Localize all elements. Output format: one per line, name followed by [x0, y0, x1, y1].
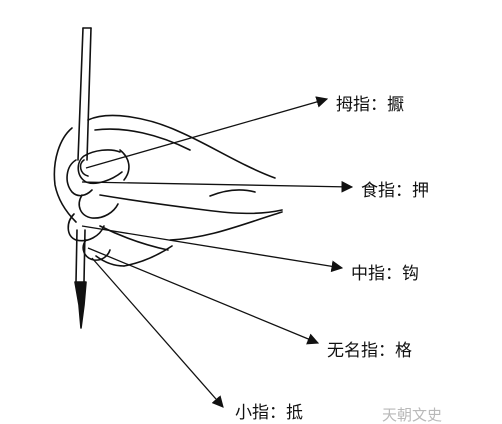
label-index: 食指：押 [361, 181, 429, 201]
brush-tip [74, 281, 87, 329]
watermark: 天朝文史 [382, 406, 443, 424]
hand-outline [53, 114, 283, 267]
arrow-index [81, 180, 354, 193]
brush-shaft [75, 27, 92, 283]
label-middle: 中指：钩 [351, 264, 419, 284]
arrow-little [91, 257, 224, 408]
arrow-middle [81, 225, 344, 273]
arrow-thumb [85, 96, 329, 169]
label-ring: 无名指：格 [327, 341, 412, 361]
label-thumb: 拇指：擫 [336, 95, 404, 115]
arrow-ring [87, 247, 320, 345]
label-little: 小指：抵 [235, 403, 303, 423]
